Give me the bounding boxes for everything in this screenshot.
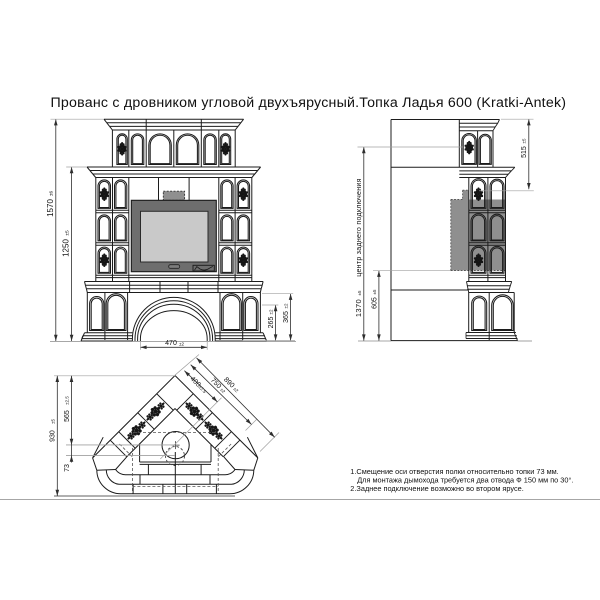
svg-text:470: 470	[165, 340, 177, 347]
svg-text:Прованс с дровником угловой дв: Прованс с дровником угловой двухъярусный…	[51, 95, 567, 111]
svg-text:Для монтажа дымохода требуется: Для монтажа дымохода требуется два отвод…	[357, 476, 573, 485]
svg-text:565: 565	[64, 410, 71, 422]
svg-text:265: 265	[268, 317, 275, 329]
svg-text:±5: ±5	[372, 289, 377, 294]
svg-text:73: 73	[64, 464, 71, 472]
svg-text:605: 605	[371, 297, 378, 309]
svg-text:2.Заднее подключение возможно: 2.Заднее подключение возможно во втором …	[350, 484, 524, 493]
svg-text:1250: 1250	[62, 239, 71, 257]
svg-text:±5: ±5	[64, 230, 70, 236]
svg-text:±2: ±2	[269, 309, 274, 314]
svg-text:±2: ±2	[179, 341, 184, 346]
svg-text:центр заднего подключения: центр заднего подключения	[356, 178, 363, 276]
svg-text:365: 365	[283, 311, 290, 323]
svg-text:1370: 1370	[354, 299, 363, 317]
svg-text:±5: ±5	[522, 138, 527, 143]
svg-text:±5: ±5	[50, 419, 55, 424]
svg-text:515: 515	[521, 146, 528, 158]
svg-text:±6: ±6	[48, 191, 54, 197]
svg-text:930: 930	[50, 430, 57, 442]
svg-text:±2: ±2	[219, 387, 226, 394]
svg-text:1570: 1570	[46, 199, 55, 217]
svg-text:±2.5: ±2.5	[65, 396, 70, 405]
svg-text:±5: ±5	[357, 290, 362, 295]
svg-text:±2: ±2	[232, 386, 239, 393]
svg-text:±2.5: ±2.5	[198, 384, 208, 394]
svg-text:1.Смещение оси отверстия полки: 1.Смещение оси отверстия полки относител…	[350, 467, 558, 476]
svg-text:±2: ±2	[284, 303, 289, 308]
